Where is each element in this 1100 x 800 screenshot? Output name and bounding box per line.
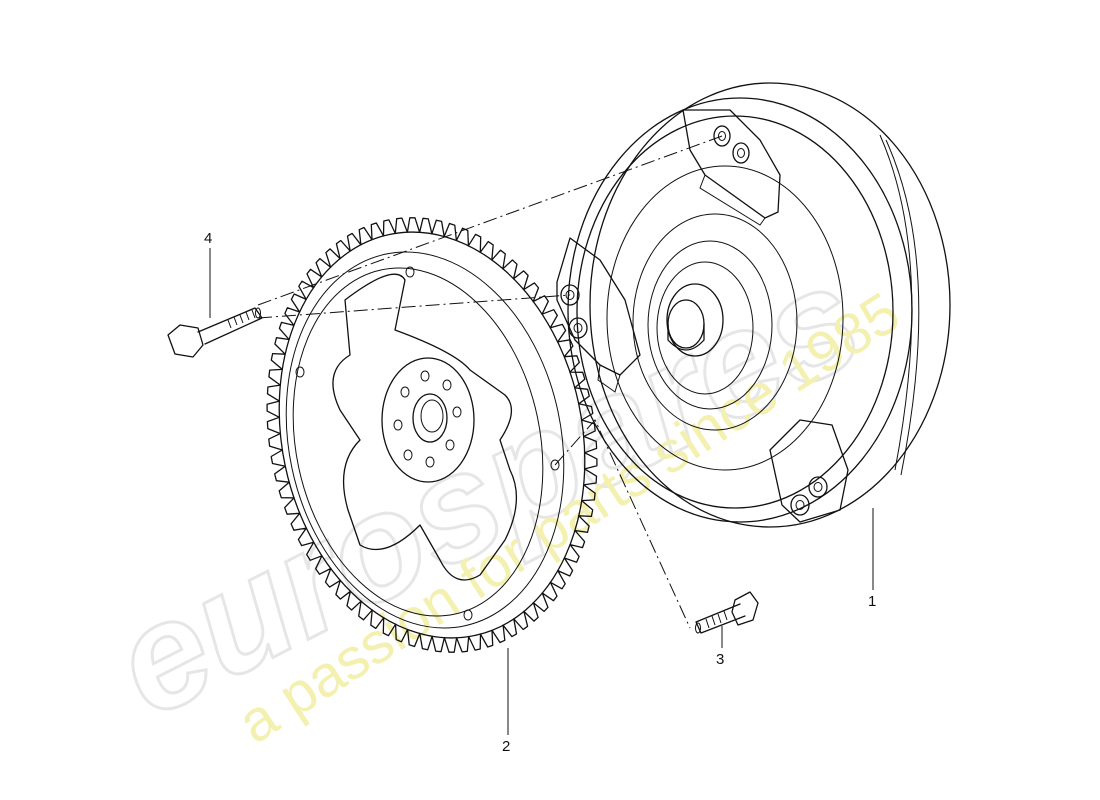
callout-4: 4 [204,230,212,247]
bolt-short [695,591,759,634]
mounting-pad-left [556,237,641,393]
callout-3: 3 [716,651,724,668]
torque-converter [556,82,951,528]
callout-2: 2 [502,738,510,755]
flex-plate [266,217,598,653]
watermark: eurospares a passion for parts since 198… [87,230,911,756]
mounting-pad-top [682,109,781,226]
callouts: 1 2 3 4 [204,230,876,755]
hub-bolt-holes [393,370,462,468]
alignment-lines [257,135,723,629]
callout-1: 1 [868,593,876,610]
bolt-long [167,307,263,358]
watermark-brand: eurospares [88,232,885,749]
mounting-pad-bottom [769,419,849,523]
